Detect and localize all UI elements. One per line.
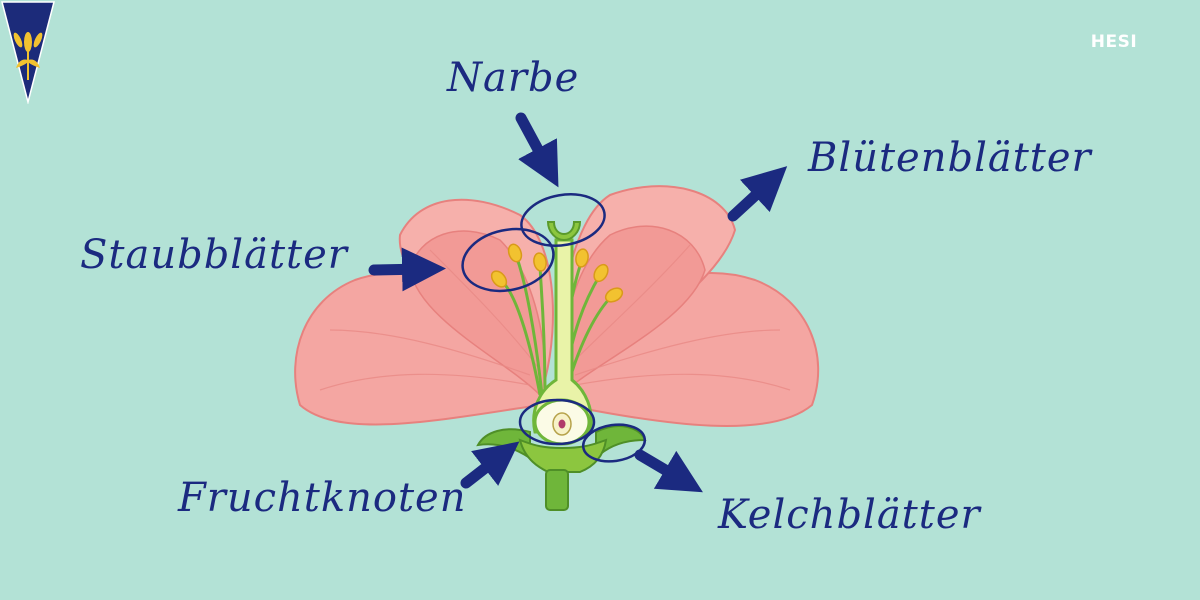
label-bluetenblaetter: Blütenblätter (808, 135, 1092, 181)
arrow-staubblaetter (368, 247, 446, 292)
arrows (368, 112, 788, 493)
arrow-fruchtknoten (460, 441, 520, 489)
highlight-circles (461, 193, 647, 463)
arrow-kelchblaetter (634, 449, 703, 493)
label-staubblaetter: Staubblätter (80, 232, 348, 278)
circle-fruchtknoten (518, 398, 596, 446)
label-narbe: Narbe (447, 55, 580, 101)
stigma (546, 221, 582, 242)
hesi-logo (1, 1, 55, 104)
arrow-bluetenblaetter (727, 166, 788, 222)
circle-staubblaetter (461, 227, 555, 293)
circle-narbe (520, 193, 606, 247)
stamens (490, 243, 624, 396)
circle-kelchblaetter (581, 423, 647, 463)
logo-text: HESI (1090, 32, 1138, 52)
arrow-narbe (515, 112, 559, 188)
stem (545, 469, 569, 511)
label-kelchblaetter: Kelchblätter (718, 492, 981, 538)
label-fruchtknoten: Fruchtknoten (178, 475, 467, 521)
